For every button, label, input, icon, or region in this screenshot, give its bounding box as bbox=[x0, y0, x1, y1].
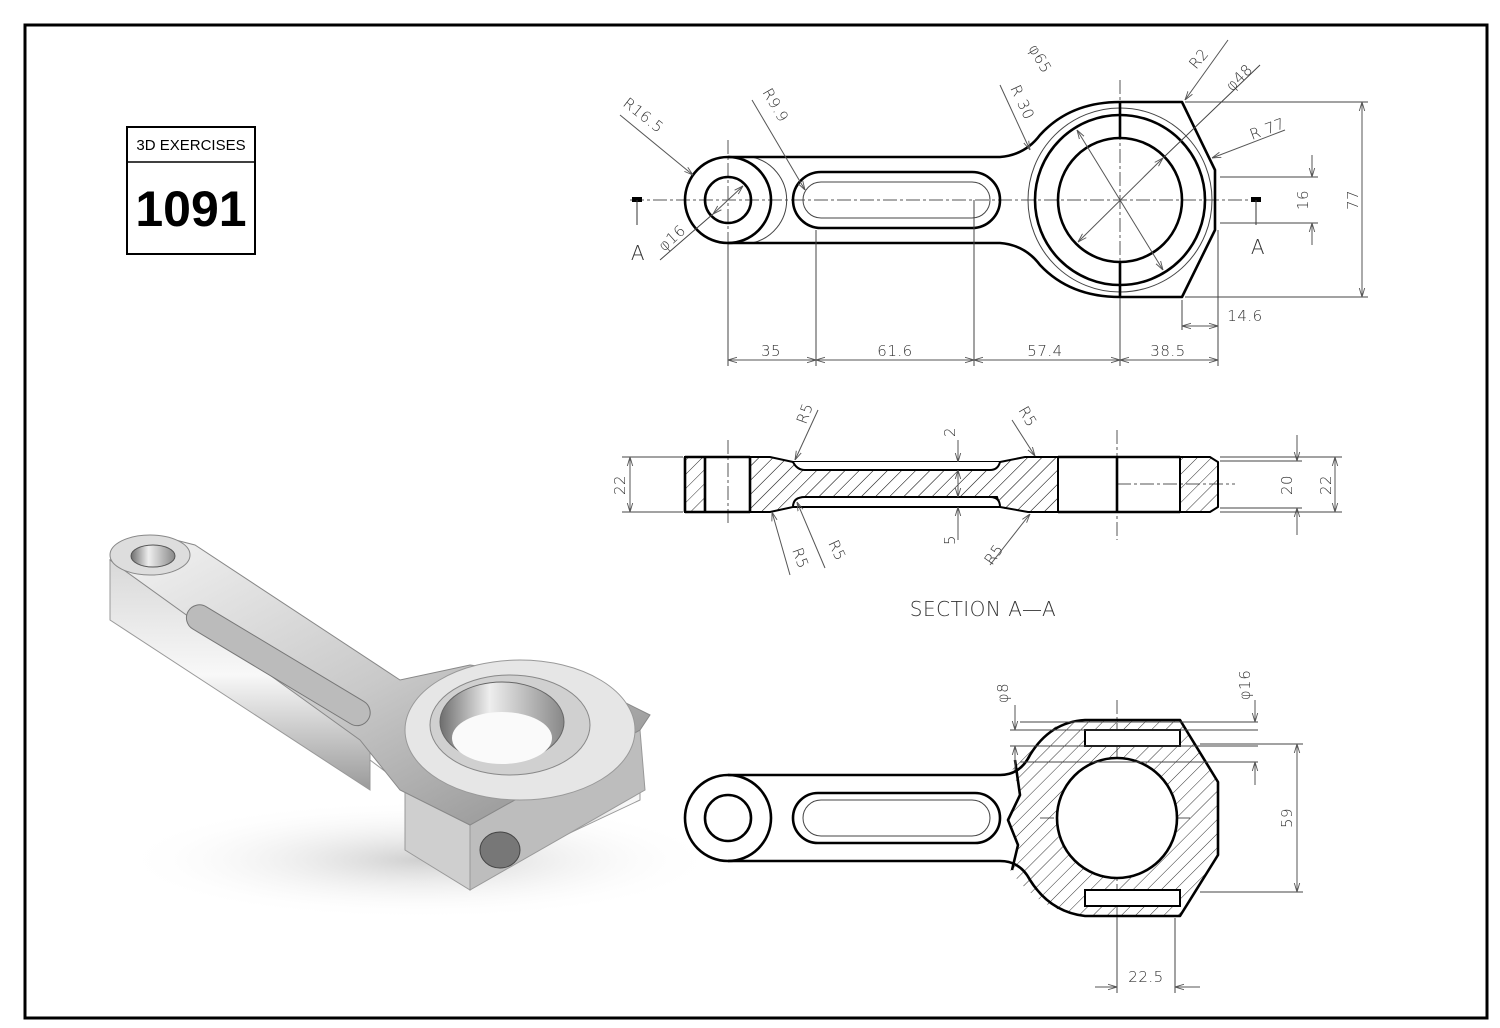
dim-diameter-16-bolt: φ16 bbox=[1236, 670, 1254, 700]
section-mark-right: A bbox=[1251, 235, 1265, 259]
exercise-number: 1091 bbox=[135, 181, 246, 237]
dim-diameter-16: φ16 bbox=[655, 221, 690, 255]
dim-diameter-48: φ48 bbox=[1222, 61, 1256, 95]
dim-r16-5: R16.5 bbox=[620, 94, 668, 137]
dim-thickness-22-right: 22 bbox=[1317, 475, 1335, 495]
dim-r5-5: R5 bbox=[981, 541, 1008, 569]
dim-thickness-20: 20 bbox=[1278, 475, 1296, 495]
dim-r5-4: R5 bbox=[824, 537, 849, 564]
dim-35: 35 bbox=[761, 342, 781, 360]
dim-57-4: 57.4 bbox=[1027, 342, 1062, 360]
dim-61-6: 61.6 bbox=[877, 342, 912, 360]
dim-depth-2: 2 bbox=[941, 427, 959, 437]
dim-59: 59 bbox=[1278, 808, 1296, 828]
dim-38-5: 38.5 bbox=[1150, 342, 1185, 360]
dim-14-6: 14.6 bbox=[1227, 307, 1262, 325]
partial-section-view: φ8 φ16 59 22.5 bbox=[683, 670, 1303, 993]
dim-r30: R 30 bbox=[1006, 82, 1038, 122]
title-block-label: 3D EXERCISES bbox=[136, 137, 245, 154]
section-mark-left: A bbox=[631, 241, 645, 265]
section-caption: SECTION A—A bbox=[910, 597, 1056, 621]
title-block: 3D EXERCISES 1091 bbox=[126, 126, 256, 255]
dim-r2: R2 bbox=[1185, 45, 1212, 73]
dim-r5-1: R5 bbox=[793, 401, 817, 427]
dim-r5-2: R5 bbox=[1015, 403, 1041, 430]
dim-r5-3: R5 bbox=[788, 545, 812, 571]
sheet-border bbox=[23, 23, 1489, 1020]
section-view-a-a: R5 R5 R5 R5 R5 2 5 22 20 22 SECTION A—A bbox=[611, 401, 1342, 621]
dim-diameter-8: φ8 bbox=[994, 683, 1012, 703]
top-view: A A R16.5 R9.9 R 30 φ65 R2 φ48 R 77 φ16 … bbox=[620, 39, 1368, 366]
dim-r77: R 77 bbox=[1247, 114, 1287, 143]
dim-thickness-22-left: 22 bbox=[611, 475, 629, 495]
dim-16: 16 bbox=[1294, 190, 1312, 210]
dim-diameter-65: φ65 bbox=[1025, 41, 1056, 76]
dim-22-5: 22.5 bbox=[1128, 968, 1163, 986]
dim-77: 77 bbox=[1344, 190, 1362, 210]
dim-depth-5: 5 bbox=[941, 535, 959, 545]
3d-render-connecting-rod bbox=[109, 534, 720, 920]
